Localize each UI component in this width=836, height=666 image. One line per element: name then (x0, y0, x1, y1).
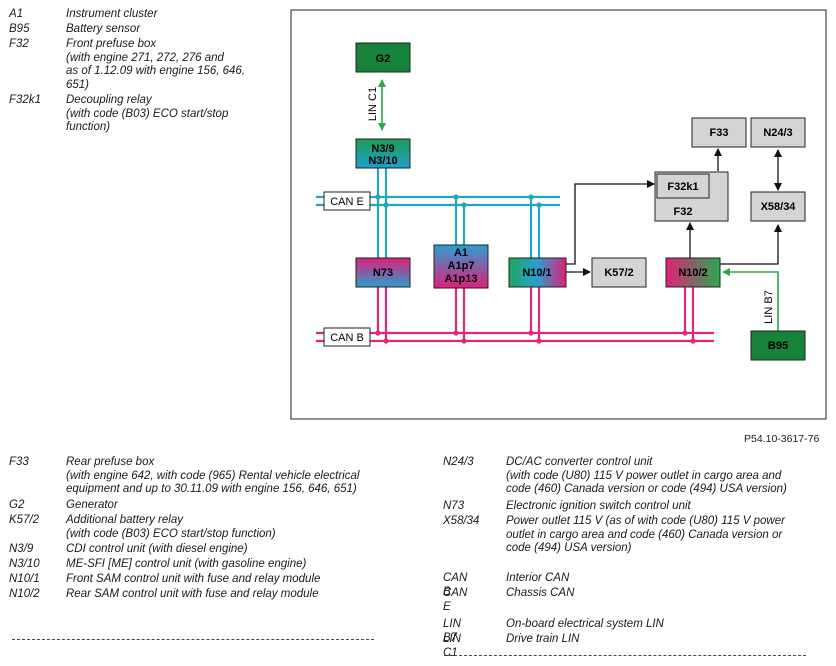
can-e-label: CAN E (323, 191, 371, 211)
legend-code: LIN B7 (443, 618, 461, 644)
legend-desc: Battery sensor (66, 23, 141, 35)
legend-desc: On-board electrical system LIN (506, 618, 664, 630)
g2-box: G2 (355, 42, 411, 73)
legend-desc: Rear SAM control unit with fuse and rela… (66, 588, 319, 600)
svg-text:B95: B95 (768, 340, 788, 352)
svg-text:F32k1: F32k1 (667, 181, 698, 193)
a1-box: A1 A1p7 A1p13 (433, 244, 489, 289)
legend-desc: Additional battery relay (with code (B03… (66, 514, 276, 540)
legend-desc: Interior CAN (506, 572, 570, 584)
legend-code: F32k1 (9, 94, 41, 106)
legend-desc: Chassis CAN (506, 587, 575, 599)
can-e-junctions (375, 194, 542, 208)
legend-code: N3/9 (9, 543, 34, 555)
svg-text:N24/3: N24/3 (763, 127, 792, 139)
legend-desc: Instrument cluster (66, 8, 158, 20)
n10-2-to-x58-34-arrow (720, 224, 782, 265)
legend-bottom-left: F33 Rear prefuse box (with engine 642, w… (9, 456, 419, 606)
lin-b7-link (722, 268, 779, 331)
n73-box: N73 (355, 257, 411, 288)
svg-text:A1p13: A1p13 (444, 273, 477, 285)
legend-code: CAN B (443, 572, 468, 598)
legend-bottom-right: N24/3 DC/AC converter control unit (with… (443, 456, 833, 659)
svg-text:CAN E: CAN E (330, 196, 364, 208)
svg-text:CAN B: CAN B (330, 332, 364, 344)
legend-desc: ME-SFI [ME] control unit (with gasoline … (66, 558, 307, 570)
svg-text:N73: N73 (373, 267, 393, 279)
x58-34-box: X58/34 (750, 191, 806, 222)
k57-2-box: K57/2 (591, 257, 647, 288)
n24-3-box: N24/3 (750, 117, 806, 148)
legend-desc: Generator (66, 499, 118, 511)
divider-right (444, 655, 806, 656)
svg-text:N10/1: N10/1 (522, 267, 551, 279)
legend-code: A1 (9, 8, 24, 20)
legend-desc: Electronic ignition switch control unit (506, 500, 691, 512)
svg-text:X58/34: X58/34 (761, 201, 797, 213)
n10-2-box: N10/2 (665, 257, 721, 288)
svg-text:N3/9: N3/9 (371, 143, 394, 155)
legend-desc: Decoupling relay (with code (B03) ECO st… (66, 94, 229, 133)
svg-text:F32: F32 (674, 206, 693, 218)
legend-code: N73 (443, 500, 465, 512)
n10-1-to-f32k1-arrow (566, 180, 655, 265)
legend-desc: Drive train LIN (506, 633, 580, 645)
can-b-junctions (375, 330, 696, 344)
n10-1-box: N10/1 (508, 257, 567, 288)
legend-desc: CDI control unit (with diesel engine) (66, 543, 248, 555)
svg-text:F33: F33 (710, 127, 729, 139)
svg-text:A1: A1 (454, 247, 468, 259)
legend-code: N10/1 (9, 573, 40, 585)
svg-text:G2: G2 (376, 53, 391, 65)
legend-code: B95 (9, 23, 30, 35)
legend-code: K57/2 (9, 514, 40, 526)
n3-box: N3/9 N3/10 (355, 138, 411, 169)
legend-code: N24/3 (443, 456, 474, 468)
lin-b7-label: LIN B7 (763, 290, 775, 324)
f32k1-box: F32k1 (656, 173, 710, 199)
legend-code: CAN E (443, 587, 468, 613)
svg-text:K57/2: K57/2 (604, 267, 633, 279)
legend-code: F32 (9, 38, 29, 50)
svg-text:N10/2: N10/2 (678, 267, 707, 279)
legend-code: F33 (9, 456, 29, 468)
legend-desc: DC/AC converter control unit (with code … (506, 456, 787, 495)
legend-code: N10/2 (9, 588, 40, 600)
legend-code: X58/34 (443, 515, 480, 527)
legend-desc: Front SAM control unit with fuse and rel… (66, 573, 321, 585)
figure-id: P54.10-3617-76 (744, 433, 820, 445)
legend-code: N3/10 (9, 558, 40, 570)
divider-left (12, 639, 374, 640)
lin-c1-label: LIN C1 (367, 87, 379, 121)
f33-box: F33 (691, 117, 747, 148)
legend-desc: Front prefuse box (with engine 271, 272,… (66, 38, 246, 91)
diagram-frame (290, 9, 827, 420)
can-b-label: CAN B (323, 327, 371, 347)
legend-code: G2 (9, 499, 25, 511)
svg-text:N3/10: N3/10 (368, 155, 397, 167)
legend-desc: Power outlet 115 V (as of with code (U80… (506, 515, 785, 554)
legend-desc: Rear prefuse box (with engine 642, with … (66, 456, 360, 495)
svg-text:A1p7: A1p7 (448, 260, 475, 272)
can-b-bus (316, 287, 714, 343)
b95-box: B95 (750, 330, 806, 361)
